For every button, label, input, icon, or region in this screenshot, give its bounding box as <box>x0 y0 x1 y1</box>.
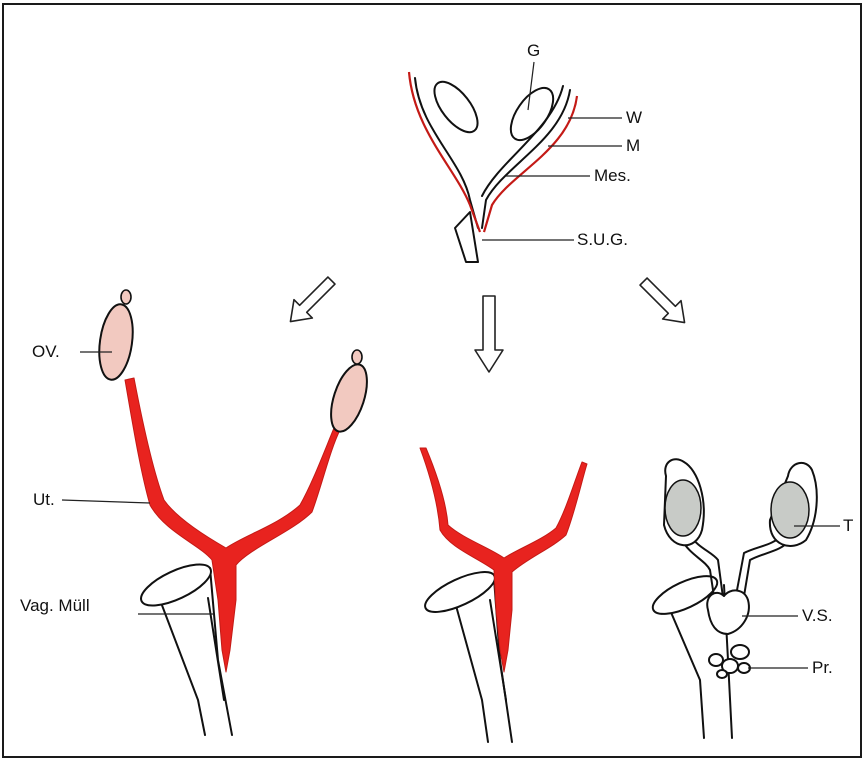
label-vs: V.S. <box>802 606 833 625</box>
left-mullerian-duct <box>409 72 480 232</box>
right-mullerian-duct <box>484 96 577 232</box>
female-stage-middle <box>420 448 587 742</box>
prostate <box>709 645 750 678</box>
label-pr: Pr. <box>812 658 833 677</box>
label-m: M <box>626 136 640 155</box>
left-ovary <box>95 302 137 382</box>
label-w: W <box>626 108 642 127</box>
left-ovary-tip <box>121 290 131 304</box>
label-ut: Ut. <box>33 490 55 509</box>
right-wolffian-duct <box>482 90 570 228</box>
label-ov: OV. <box>32 342 60 361</box>
label-sug: S.U.G. <box>577 230 628 249</box>
label-t: T <box>843 516 853 535</box>
right-arrow <box>634 272 693 331</box>
ut-leader <box>62 500 150 503</box>
left-arrow <box>281 271 340 330</box>
left-gonad <box>426 75 485 140</box>
female-stage-left: OV. Ut. Vag. Müll <box>20 290 374 735</box>
left-mullerian-y <box>125 378 340 672</box>
middle-mullerian-y <box>420 448 587 672</box>
right-ovary-tip <box>352 350 362 364</box>
g-leader <box>528 62 534 110</box>
label-g: G <box>527 41 540 60</box>
male-stage: T V.S. Pr. <box>648 459 854 738</box>
label-vag: Vag. Müll <box>20 596 90 615</box>
seminal-vesicle <box>707 590 749 634</box>
down-arrow <box>475 296 503 372</box>
left-sinus-funnel <box>136 556 217 613</box>
right-testis <box>771 482 809 538</box>
indifferent-stage: G W M Mes. S.U.G. <box>409 41 642 262</box>
right-ovary <box>324 360 374 436</box>
middle-sinus-funnel <box>420 564 500 620</box>
label-mes: Mes. <box>594 166 631 185</box>
left-testis <box>665 480 701 536</box>
